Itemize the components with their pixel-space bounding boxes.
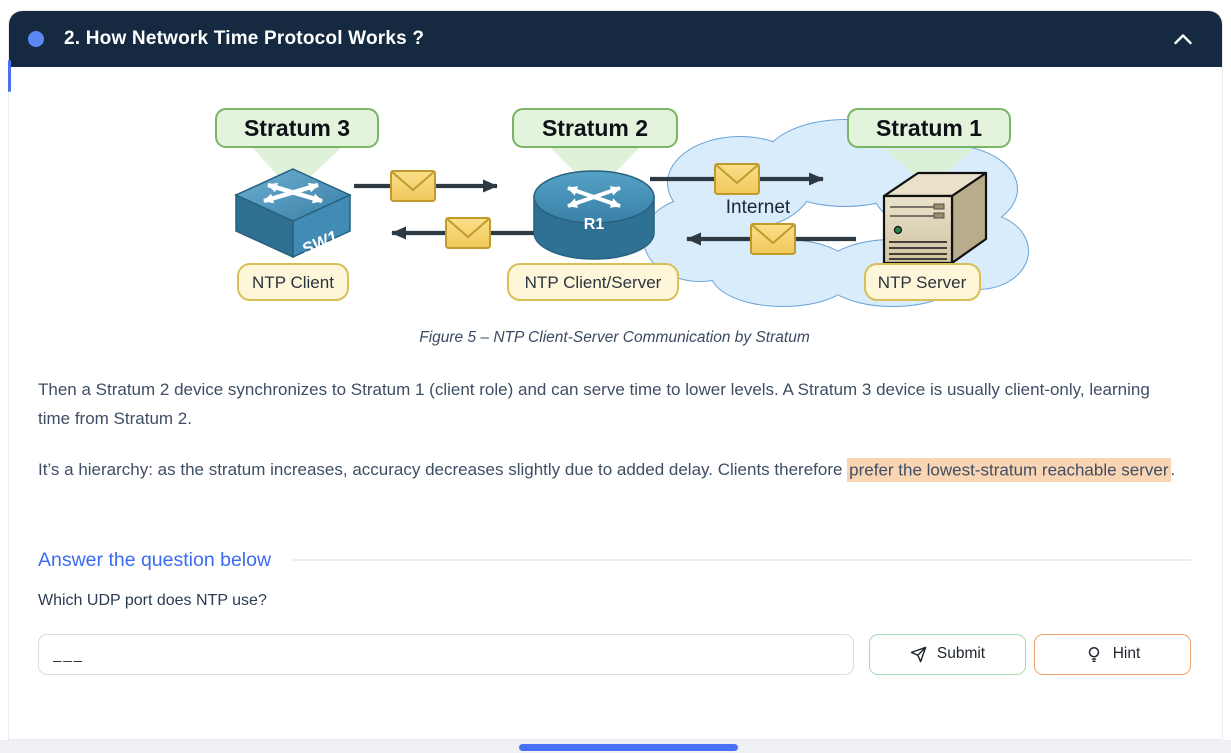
answer-section: Answer the question below <box>38 549 1191 572</box>
hint-button[interactable]: Hint <box>1034 633 1191 675</box>
svg-text:NTP Client/Server: NTP Client/Server <box>525 273 662 292</box>
ntp-client-server-label: NTP Client/Server <box>507 263 679 301</box>
paragraph: Then a Stratum 2 device synchronizes to … <box>38 376 1178 433</box>
answer-section-heading: Answer the question below <box>38 548 272 571</box>
paper-plane-icon <box>910 646 927 662</box>
submit-label: Submit <box>936 645 986 662</box>
ntp-diagram-svg: Internet SW1 <box>215 108 1029 307</box>
paragraph-text: . <box>1170 460 1176 479</box>
router-r1: R1 <box>533 170 655 260</box>
section-card: 2. How Network Time Protocol Works ? <box>8 10 1223 740</box>
question-text: Which UDP port does NTP use? <box>38 591 267 609</box>
stratum1-cone <box>884 149 974 187</box>
left-accent-bar <box>8 60 11 92</box>
submit-button[interactable]: Submit <box>869 633 1026 675</box>
answer-row: Submit Hint <box>38 633 1191 675</box>
svg-text:NTP Client: NTP Client <box>252 273 334 292</box>
paragraph: It’s a hierarchy: as the stratum increas… <box>38 456 1178 485</box>
paragraph-text: It’s a hierarchy: as the stratum increas… <box>38 460 848 479</box>
svg-text:Stratum 1: Stratum 1 <box>876 115 982 141</box>
section-header[interactable]: 2. How Network Time Protocol Works ? <box>9 11 1222 67</box>
section-bullet-icon <box>28 31 44 47</box>
highlighted-text: prefer the lowest-stratum reachable serv… <box>847 457 1171 482</box>
stratum2-label: Stratum 2 <box>512 108 678 148</box>
svg-text:Stratum 3: Stratum 3 <box>244 115 350 141</box>
envelope-icon <box>750 223 796 255</box>
bottom-scrollbar-thumb[interactable] <box>519 744 738 751</box>
collapse-chevron-icon[interactable] <box>1174 34 1192 45</box>
stratum3-cone <box>252 147 342 193</box>
ntp-client-label: NTP Client <box>237 263 349 301</box>
figure-caption: Figure 5 – NTP Client-Server Communicati… <box>419 329 810 346</box>
envelope-icon <box>714 163 760 195</box>
router-name: R1 <box>584 216 605 233</box>
answer-input[interactable] <box>38 633 854 675</box>
svg-text:NTP Server: NTP Server <box>878 273 967 292</box>
switch-sw1: SW1 <box>234 168 352 259</box>
server-stratum1 <box>882 171 988 265</box>
internet-label: Internet <box>726 197 791 218</box>
svg-text:Stratum 2: Stratum 2 <box>542 115 648 141</box>
section-title: 2. How Network Time Protocol Works ? <box>64 28 425 49</box>
stratum1-label: Stratum 1 <box>847 108 1011 148</box>
envelope-icon <box>445 217 491 249</box>
stratum3-label: Stratum 3 <box>215 108 379 148</box>
lightbulb-icon <box>1088 646 1099 662</box>
stratum2-cone <box>550 147 640 193</box>
ntp-diagram: Internet SW1 <box>38 101 1191 316</box>
ntp-server-label: NTP Server <box>864 263 981 301</box>
hint-label: Hint <box>1112 645 1141 662</box>
envelope-icon <box>390 170 436 202</box>
heading-divider <box>293 559 1191 561</box>
section-content: Internet SW1 <box>9 101 1222 675</box>
paragraph-text: Then a Stratum 2 device synchronizes to … <box>38 380 1150 428</box>
